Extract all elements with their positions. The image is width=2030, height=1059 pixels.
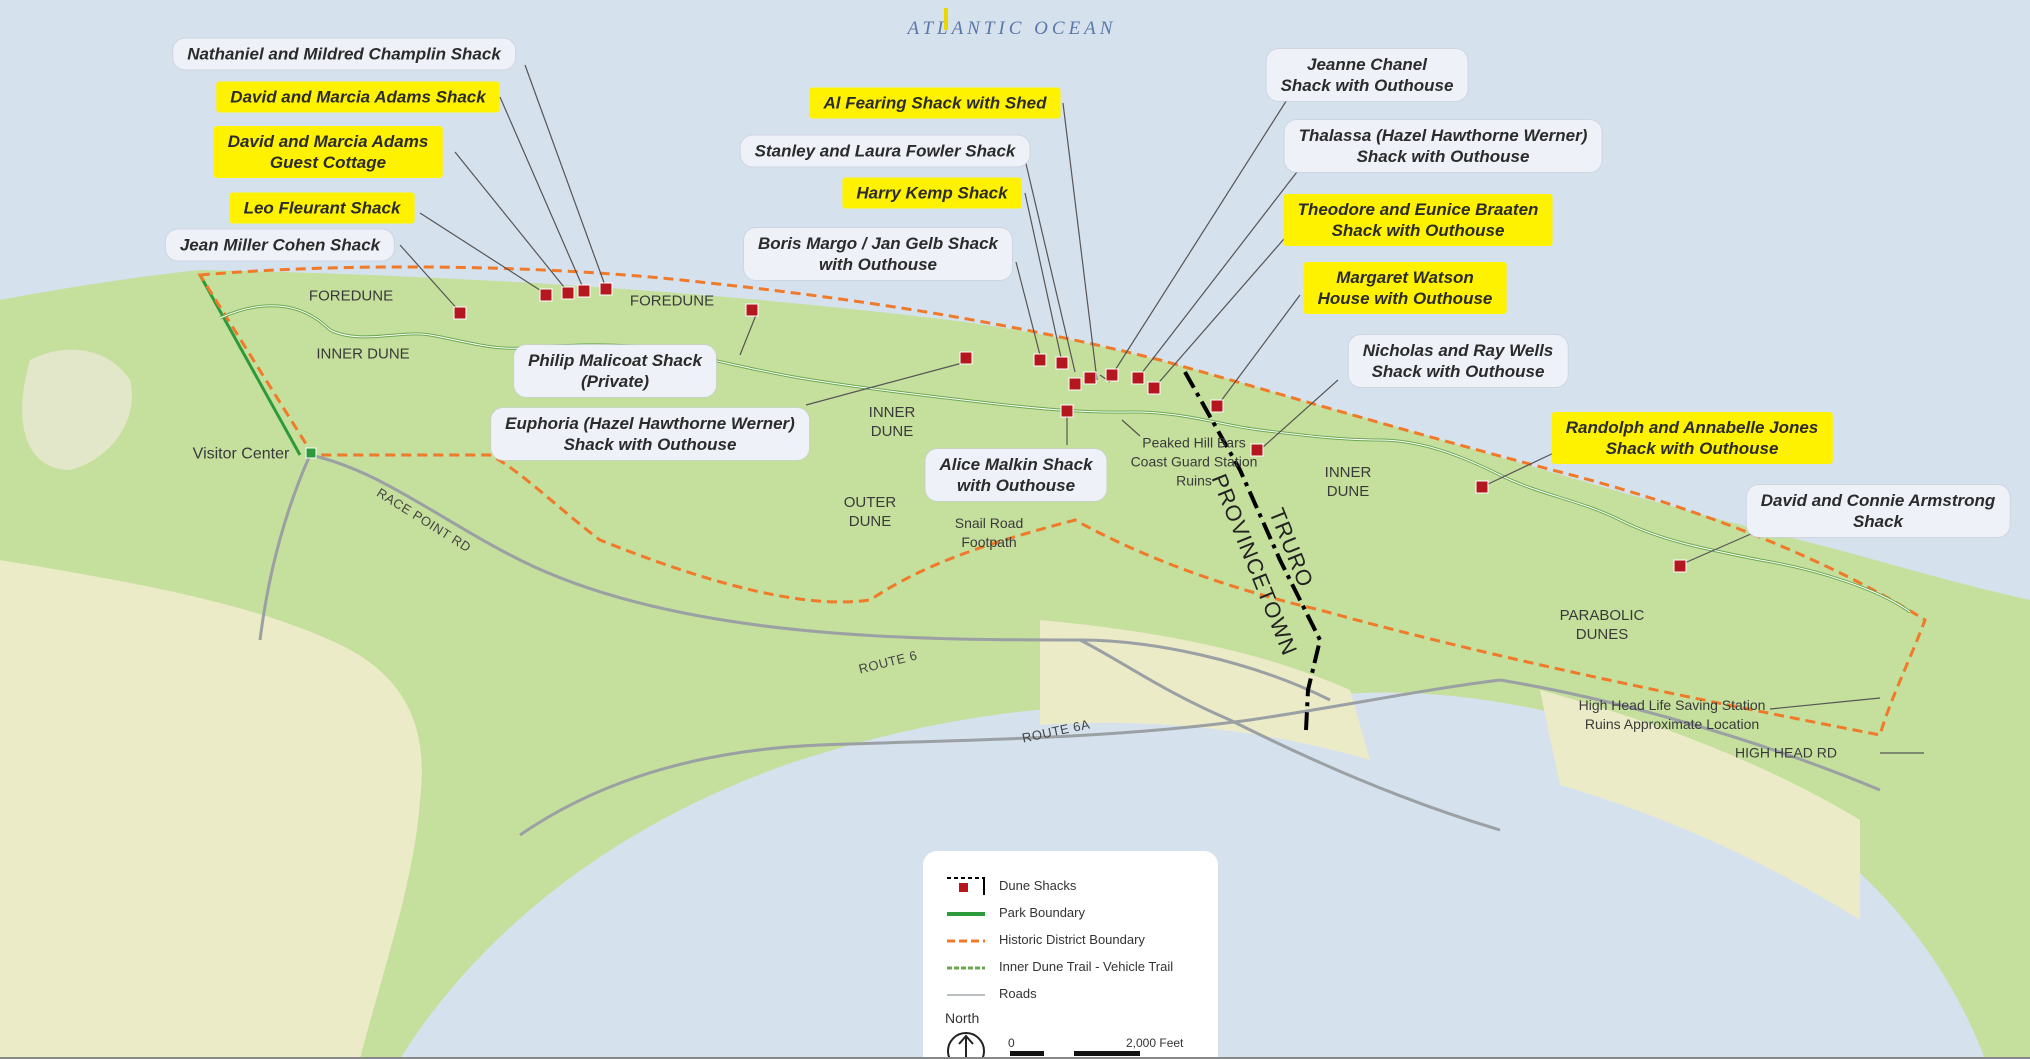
legend-label-dune-shacks: Dune Shacks (999, 878, 1077, 893)
shack-callout-margo-gelb: Boris Margo / Jan Gelb Shack with Outhou… (744, 228, 1012, 280)
shack-callout-euphoria: Euphoria (Hazel Hawthorne Werner) Shack … (491, 408, 809, 460)
foredune-west-label: FOREDUNE (308, 287, 394, 305)
shack-marker (1105, 368, 1119, 382)
shack-marker (745, 303, 759, 317)
inner-dune-east-label: INNER DUNE (1324, 464, 1372, 500)
shack-callout-thalassa: Thalassa (Hazel Hawthorne Werner) Shack … (1284, 120, 1602, 172)
shack-callout-jones: Randolph and Annabelle Jones Shack with … (1551, 412, 1833, 464)
road-line-icon (947, 994, 985, 996)
shack-marker (561, 286, 575, 300)
shack-callout-fearing: Al Fearing Shack with Shed (809, 87, 1061, 119)
outer-dune-label: OUTER DUNE (843, 494, 897, 530)
scale-bar-zero: 0 (1008, 1036, 1015, 1050)
legend-item-historic-boundary: Historic District Boundary (923, 929, 1218, 953)
shack-marker (539, 288, 553, 302)
shack-marker (1083, 371, 1097, 385)
shack-marker (1055, 356, 1069, 370)
shack-square-icon (947, 877, 985, 895)
inner-dune-central-label: INNER DUNE (868, 404, 916, 440)
land-pale-west (22, 349, 132, 470)
shack-callout-kemp: Harry Kemp Shack (842, 177, 1022, 209)
shack-callout-watson: Margaret Watson House with Outhouse (1303, 262, 1507, 314)
high-head-rd-label: HIGH HEAD RD (1735, 744, 1837, 761)
legend-item-trail: Inner Dune Trail - Vehicle Trail (923, 956, 1218, 980)
shack-marker (453, 306, 467, 320)
shack-marker (1033, 353, 1047, 367)
trail-line-icon (947, 966, 985, 970)
legend-label-roads: Roads (999, 986, 1037, 1001)
shack-callout-adams-guest-cottage: David and Marcia Adams Guest Cottage (213, 126, 443, 178)
shack-callout-fleurant: Leo Fleurant Shack (229, 192, 415, 224)
scale-bar (1010, 1051, 1140, 1056)
legend-item-roads: Roads (923, 983, 1218, 1007)
shack-marker (1060, 404, 1074, 418)
shack-callout-wells: Nicholas and Ray Wells Shack with Outhou… (1348, 335, 1568, 387)
shack-marker (1210, 399, 1224, 413)
dune-shack-markers (453, 282, 1687, 573)
legend-item-dune-shacks: Dune Shacks (923, 875, 1218, 899)
shack-callout-malkin: Alice Malkin Shack with Outhouse (925, 449, 1107, 501)
legend-label-park-boundary: Park Boundary (999, 905, 1085, 920)
shack-marker (1475, 480, 1489, 494)
land-tan (0, 560, 422, 1059)
ocean-marker (944, 8, 948, 30)
shack-marker (1068, 377, 1082, 391)
inner-dune-west-label: INNER DUNE (316, 345, 410, 363)
historic-district-boundary (197, 265, 1927, 737)
parabolic-dunes-label: PARABOLIC DUNES (1559, 607, 1645, 643)
shack-marker (959, 351, 973, 365)
foredune-central-label: FOREDUNE (629, 292, 715, 310)
legend-label-historic-boundary: Historic District Boundary (999, 932, 1145, 947)
shack-callout-armstrong: David and Connie Armstrong Shack (1746, 485, 2010, 537)
land-tan-southeast (1540, 690, 1860, 920)
bottom-edge (0, 1057, 2030, 1059)
roads (258, 453, 1881, 837)
land-tan-south (1040, 620, 1370, 760)
snail-road-footpath-label: Snail Road Footpath (954, 515, 1024, 550)
shack-callout-braaten: Theodore and Eunice Braaten Shack with O… (1283, 194, 1553, 246)
legend-label-trail: Inner Dune Trail - Vehicle Trail (999, 959, 1174, 974)
shack-marker (1250, 443, 1264, 457)
north-label: North (945, 1010, 980, 1026)
park-boundary-line-icon (947, 912, 985, 916)
map-legend: Dune Shacks Park Boundary Historic Distr… (923, 851, 1218, 1059)
high-head-station-label: High Head Life Saving Station Ruins Appr… (1578, 697, 1766, 732)
shack-callout-chanel: Jeanne Chanel Shack with Outhouse (1266, 49, 1468, 101)
peaked-hill-bars-label: Peaked Hill Bars Coast Guard Station Rui… (1130, 434, 1258, 489)
visitor-center-marker (305, 447, 317, 459)
shack-callout-malicoat: Philip Malicoat Shack (Private) (514, 345, 716, 397)
legend-item-park-boundary: Park Boundary (923, 902, 1218, 926)
shack-callout-fowler: Stanley and Laura Fowler Shack (740, 135, 1030, 167)
shack-marker (1131, 371, 1145, 385)
scale-bar-distance: 2,000 Feet (1126, 1036, 1184, 1050)
shack-marker (1147, 381, 1161, 395)
shack-marker (599, 282, 613, 296)
visitor-center-label: Visitor Center (192, 445, 290, 463)
north-arrow-icon (947, 1032, 985, 1059)
callout-leader-lines (399, 64, 1924, 754)
park-boundary (198, 274, 302, 456)
shack-marker (1673, 559, 1687, 573)
ocean-label: ATLANTIC OCEAN (907, 18, 1117, 39)
historic-boundary-line-icon (947, 939, 985, 943)
shack-marker (577, 284, 591, 298)
town-boundary-line (1183, 371, 1323, 731)
shack-callout-cohen: Jean Miller Cohen Shack (165, 229, 395, 261)
shack-callout-champlin: Nathaniel and Mildred Champlin Shack (173, 38, 515, 70)
shack-callout-adams: David and Marcia Adams Shack (216, 81, 500, 113)
